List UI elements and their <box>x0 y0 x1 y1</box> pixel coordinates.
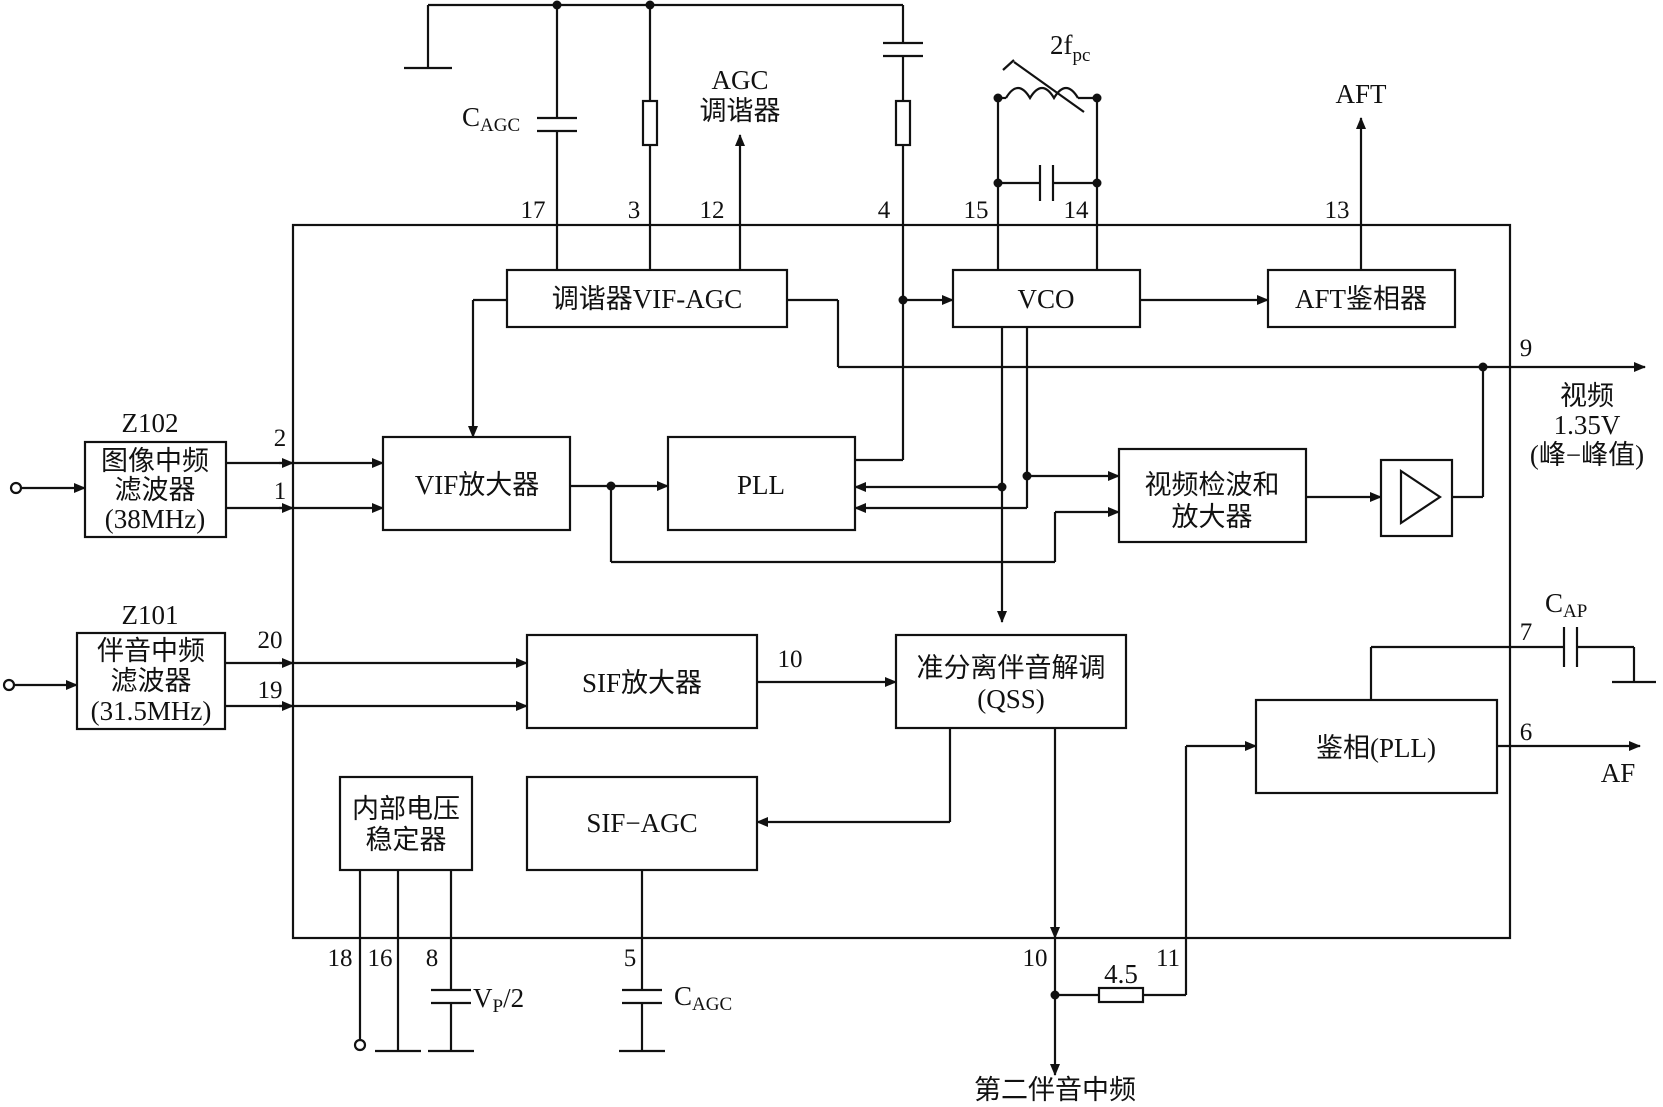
aft-detector-label: AFT鉴相器 <box>1295 284 1427 314</box>
vco-block: VCO <box>951 268 1142 329</box>
tuner-vif-agc-block: 调谐器VIF-AGC <box>505 268 789 329</box>
svg-text:2fpc: 2fpc <box>1050 30 1090 66</box>
z102-name: Z102 <box>122 408 179 438</box>
phase-detector-block: 鉴相(PLL) <box>1254 698 1499 795</box>
top-ground-network <box>404 0 903 70</box>
pin5-capacitor <box>619 870 665 1053</box>
video-output-label-1: 视频 <box>1560 381 1614 411</box>
pin-6: 6 <box>1520 719 1533 746</box>
pin-15: 15 <box>964 197 989 224</box>
pin18-terminal <box>353 870 367 1052</box>
voltage-regulator-label-1: 内部电压 <box>352 794 460 824</box>
pin-20: 20 <box>258 627 283 654</box>
tuner-vif-agc-label: 调谐器VIF-AGC <box>552 284 743 314</box>
z102-label-2: 滤波器 <box>115 475 196 505</box>
pin-4: 4 <box>878 197 891 224</box>
sif-amplifier-label: SIF放大器 <box>582 668 702 698</box>
agc-tuner-label-1: AGC <box>711 65 768 95</box>
pin3-resistor <box>641 5 659 270</box>
phase-detector-outputs <box>1369 627 1656 751</box>
qss-block: 准分离伴音解调 (QSS) <box>894 633 1128 730</box>
qss-label-2: (QSS) <box>977 684 1045 714</box>
vif-amplifier-label: VIF放大器 <box>415 470 540 500</box>
pin-18: 18 <box>328 945 353 972</box>
vp-label: VP/2 <box>473 983 524 1017</box>
two-fpc-label: 2fpc <box>1050 30 1090 66</box>
ic-outline <box>291 223 1512 940</box>
z102-input <box>9 481 86 495</box>
z101-label-2: 滤波器 <box>111 666 192 696</box>
pin-11: 11 <box>1156 945 1180 972</box>
aft-output-label: AFT <box>1335 79 1387 109</box>
z101-name: Z101 <box>122 600 179 630</box>
pin-13: 13 <box>1325 197 1350 224</box>
phase-detector-label: 鉴相(PLL) <box>1316 733 1436 763</box>
z102-label-1: 图像中频 <box>101 446 209 476</box>
pin-10: 10 <box>1023 945 1048 972</box>
qss-label-1: 准分离伴音解调 <box>917 653 1106 683</box>
z101-input <box>2 678 78 692</box>
agc-tuner-label-2: 调谐器 <box>700 96 781 126</box>
pll-block: PLL <box>666 435 857 532</box>
af-output-label: AF <box>1601 758 1636 788</box>
pin-12: 12 <box>700 197 725 224</box>
video-output-label-3: (峰−峰值) <box>1530 440 1644 470</box>
vco-to-aft <box>1140 117 1366 305</box>
pin-numbers: 17 3 12 4 15 14 13 9 2 1 20 19 10 7 6 18… <box>258 197 1533 972</box>
pin-9: 9 <box>1520 335 1533 362</box>
second-sound-if-label: 第二伴音中频 <box>974 1075 1136 1105</box>
pin-10-internal: 10 <box>778 646 803 673</box>
pin4-network <box>855 5 954 462</box>
voltage-regulator-label-2: 稳定器 <box>366 825 447 855</box>
vco-tank-circuit <box>993 59 1102 270</box>
z101-label-1: 伴音中频 <box>97 636 205 666</box>
video-output-path <box>787 298 1646 499</box>
voltage-regulator-block: 内部电压 稳定器 <box>338 775 474 872</box>
z102-label-3: (38MHz) <box>105 504 205 534</box>
video-output-label-2: 1.35V <box>1554 410 1621 440</box>
svg-text:CAGC: CAGC <box>462 102 520 136</box>
qss-to-sif-agc <box>756 728 952 827</box>
pin-2: 2 <box>274 425 287 452</box>
video-detector-label-2: 放大器 <box>1172 502 1253 532</box>
sif-agc-label: SIF−AGC <box>586 808 697 838</box>
svg-text:CAP: CAP <box>1545 588 1587 622</box>
vif-to-pll <box>570 481 1120 564</box>
tuner-agc-to-vif <box>468 298 507 438</box>
z101-filter: Z101 伴音中频 滤波器 (31.5MHz) <box>75 600 227 731</box>
cagc-bottom-label: CAGC <box>674 981 732 1015</box>
cagc-top-capacitor <box>537 5 577 270</box>
vco-to-pll-and-detector <box>854 327 1120 623</box>
video-detector-block: 视频检波和 放大器 <box>1117 447 1308 544</box>
pin-17: 17 <box>521 197 546 224</box>
qss-second-sound-output <box>1050 728 1257 1076</box>
pin-7: 7 <box>1520 619 1533 646</box>
vco-label: VCO <box>1017 284 1074 314</box>
pin-14: 14 <box>1064 197 1090 224</box>
vif-amplifier-block: VIF放大器 <box>381 435 572 532</box>
svg-text:CAGC: CAGC <box>674 981 732 1015</box>
cagc-top-label: CAGC <box>462 102 520 136</box>
z101-label-3: (31.5MHz) <box>91 696 212 726</box>
cap-label: CAP <box>1545 588 1587 622</box>
pin-8: 8 <box>426 945 439 972</box>
pin-19: 19 <box>258 677 283 704</box>
resistor-value-label: 4.5 <box>1104 959 1138 989</box>
svg-text:VP/2: VP/2 <box>473 983 524 1017</box>
video-detector-label-1: 视频检波和 <box>1145 470 1280 500</box>
pin-1: 1 <box>274 478 287 505</box>
pin16-ground <box>375 870 421 1053</box>
pin-16: 16 <box>368 945 393 972</box>
filter-connections <box>225 458 528 711</box>
aft-detector-block: AFT鉴相器 <box>1266 268 1457 329</box>
z102-filter: Z102 图像中频 滤波器 (38MHz) <box>83 408 228 539</box>
sif-agc-block: SIF−AGC <box>525 775 759 872</box>
pin8-capacitor <box>428 870 474 1053</box>
video-buffer-amp <box>1379 458 1454 538</box>
pin-5: 5 <box>624 945 637 972</box>
pin-3: 3 <box>628 197 641 224</box>
pll-label: PLL <box>737 470 785 500</box>
sif-amplifier-block: SIF放大器 <box>525 633 759 730</box>
